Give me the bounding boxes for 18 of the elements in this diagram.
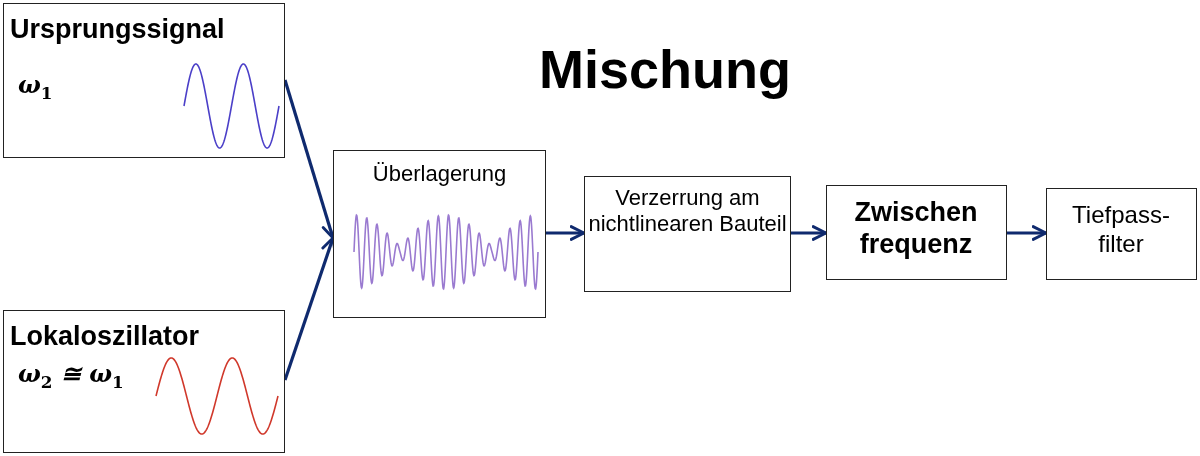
box-heading: Ursprungssignal [10,14,225,45]
diagram-title: Mischung [538,38,792,100]
process-box [584,176,791,292]
frequency-formula: ω$_{1}$ [18,70,53,103]
arrow [546,225,586,241]
process-box [333,150,546,318]
process-box [1046,188,1197,280]
box-label: Überlagerung [371,161,508,187]
box-label: Verzerrung am nichtlinearen Bauteil [587,185,788,238]
box-label: Tiefpass- filter [1071,201,1171,259]
process-box [3,310,285,453]
box-label: Zwischen frequenz [853,196,979,261]
box-heading: Lokaloszillator [10,321,200,352]
arrow [1007,225,1048,241]
process-box [3,3,285,158]
arrow [791,225,828,241]
frequency-formula: ω$_{2}$ ≅ ω$_{1}$ [18,359,124,392]
process-box [826,185,1007,280]
